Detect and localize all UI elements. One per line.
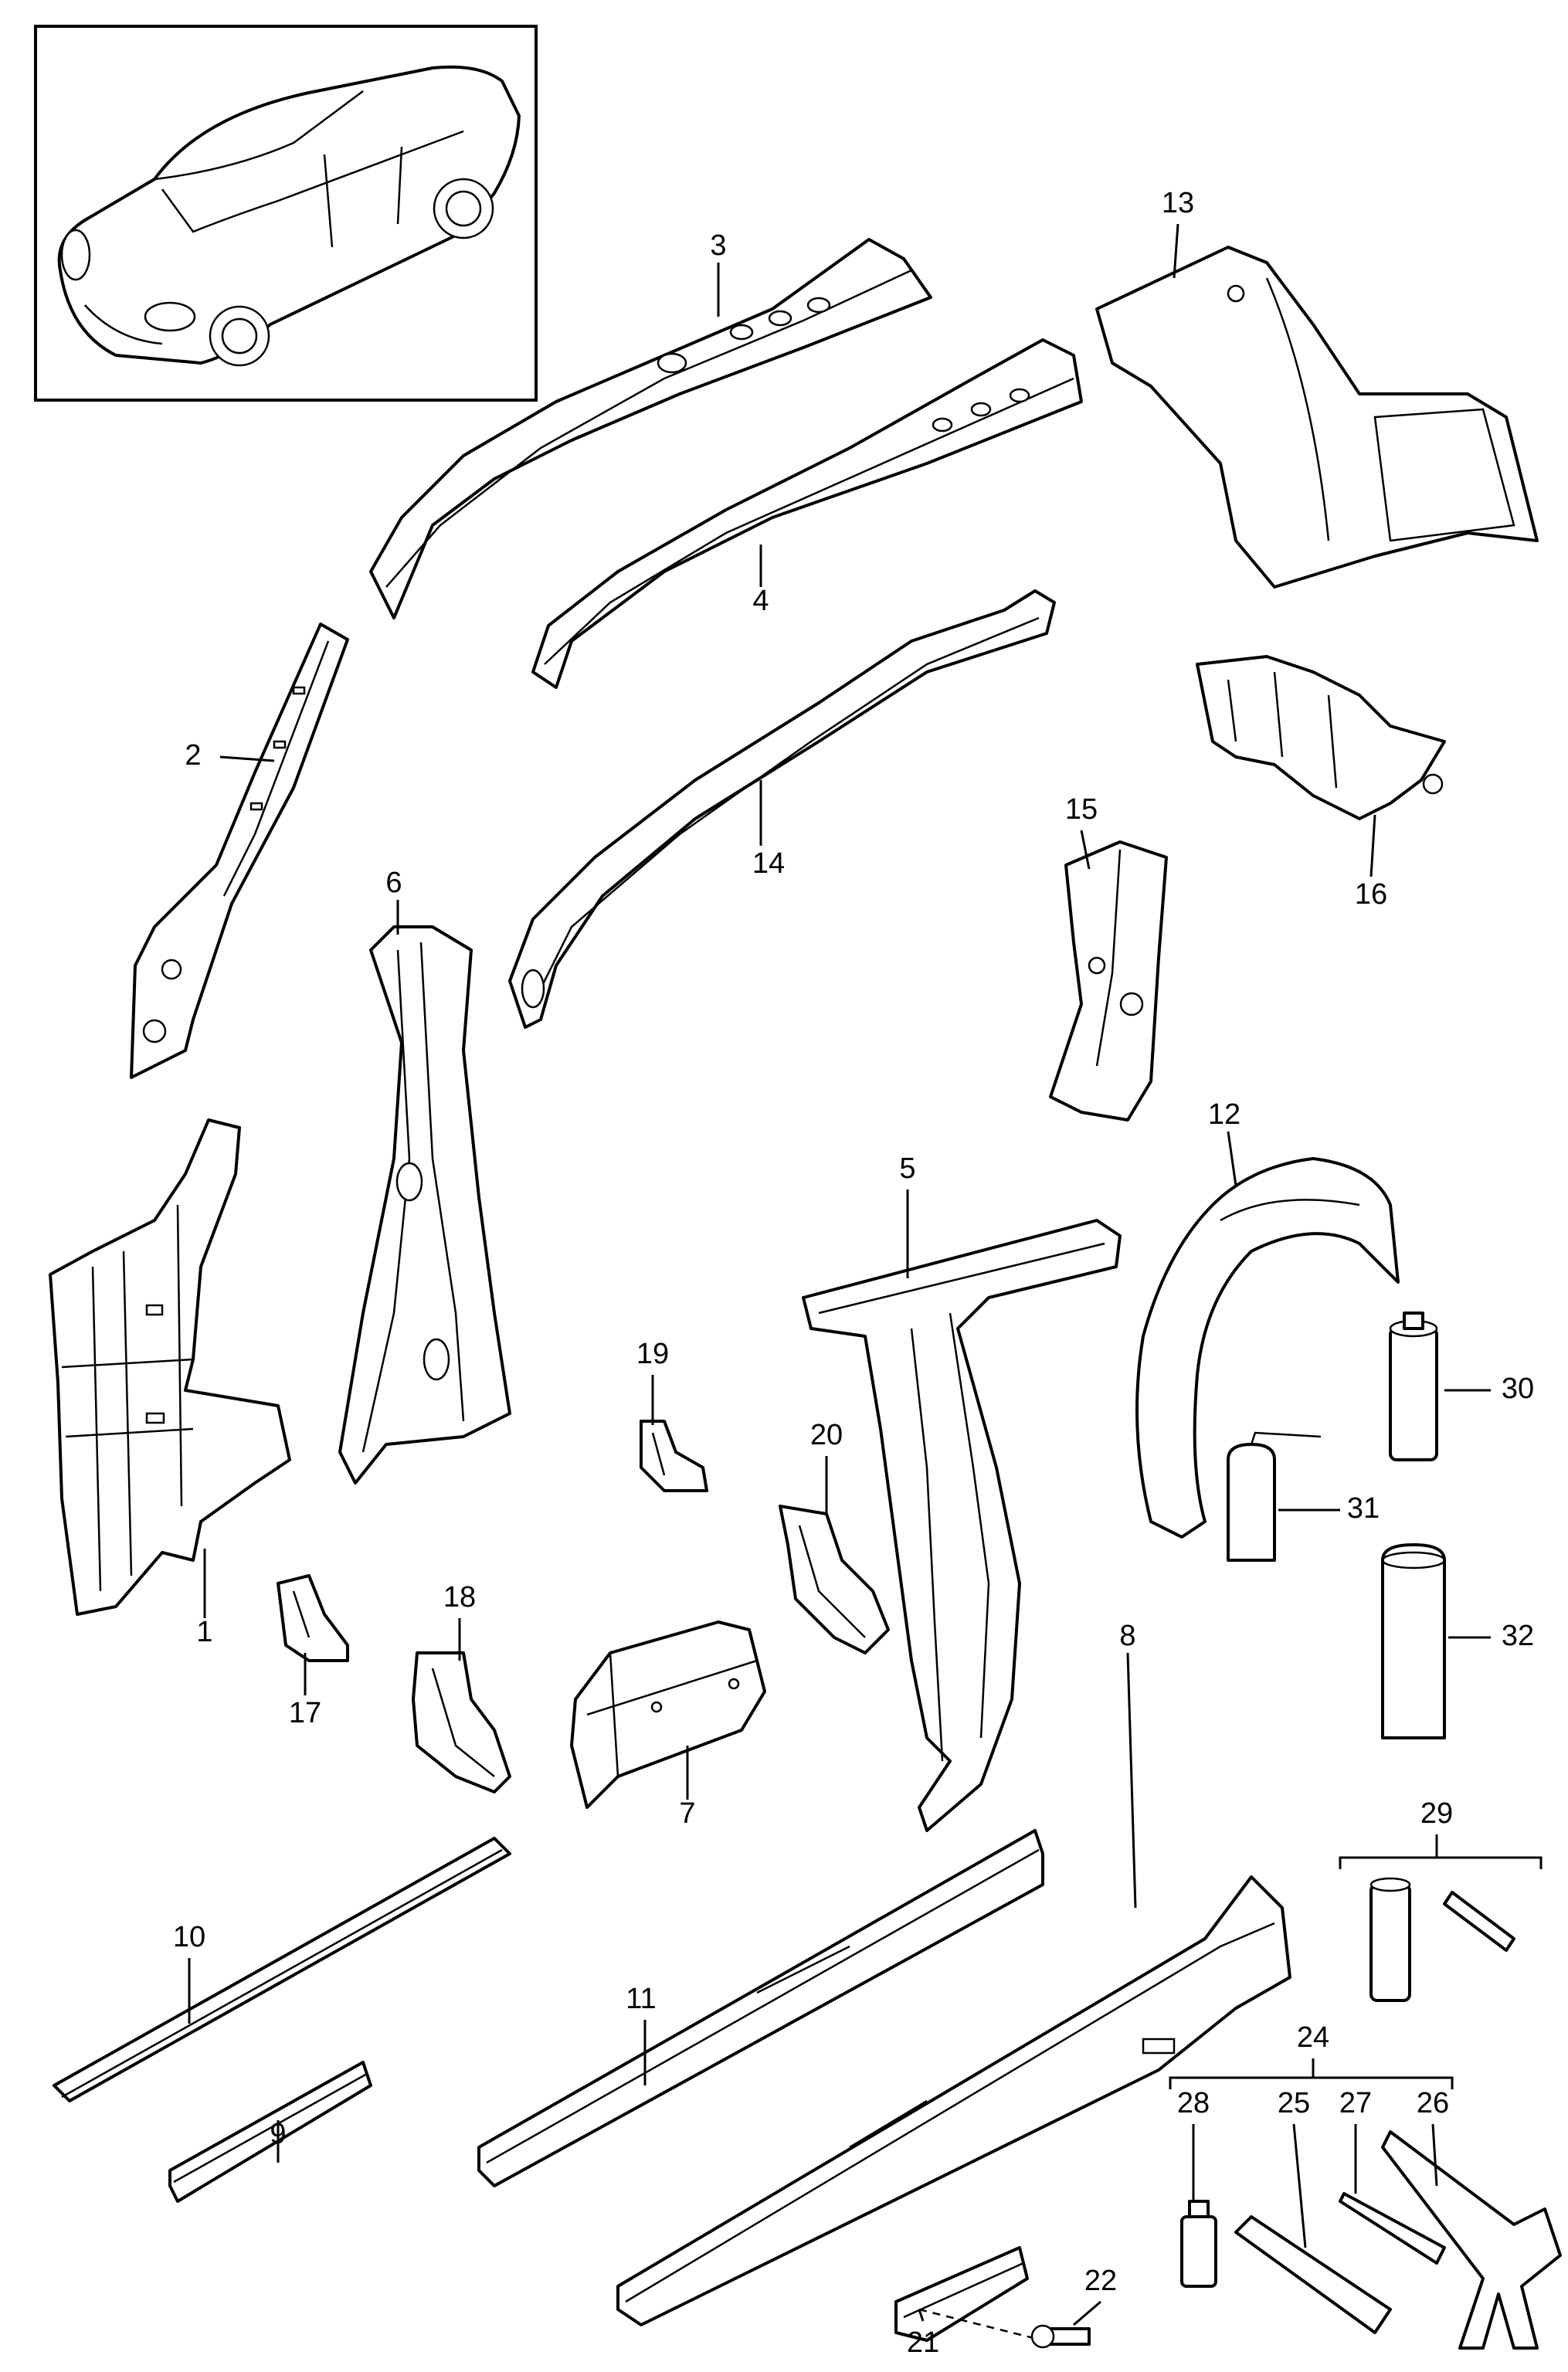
callout-2: 2 — [185, 739, 201, 772]
part-11-sill-panel-inner — [477, 1829, 1044, 2187]
callout-31: 31 — [1347, 1492, 1380, 1525]
callout-13: 13 — [1162, 187, 1194, 219]
callout-15: 15 — [1065, 793, 1098, 826]
part-22-rivet — [918, 2308, 1091, 2349]
part-17-bracket — [277, 1574, 349, 1662]
part-15-c-pillar-bracket — [1049, 840, 1168, 1122]
callout-20: 20 — [810, 1419, 843, 1451]
vehicle-overview-inset — [34, 25, 538, 402]
part-32-aerosol-can — [1381, 1543, 1446, 1739]
callout-26: 26 — [1417, 2087, 1449, 2119]
part-31-spray-can — [1227, 1431, 1322, 1562]
callout-22: 22 — [1084, 2265, 1117, 2297]
part-10-sill-strip — [53, 1837, 511, 2102]
part-25-tube — [1234, 2215, 1392, 2334]
callout-4: 4 — [752, 585, 769, 617]
part-8-sill-panel-outer — [616, 1875, 1291, 2326]
callout-32: 32 — [1502, 1620, 1534, 1652]
part-13-rear-quarter-inner — [1095, 246, 1539, 589]
leader-lines — [188, 223, 1543, 2326]
callout-labels: 1 2 3 4 5 6 7 8 9 10 11 12 13 14 15 16 1… — [173, 187, 1534, 2359]
part-1-a-pillar-lower — [49, 1118, 291, 1616]
callout-10: 10 — [173, 1921, 205, 1953]
callout-30: 30 — [1502, 1373, 1534, 1405]
callout-16: 16 — [1355, 878, 1387, 911]
part-30-cartridge — [1389, 1312, 1438, 1461]
part-14-side-member-upper — [508, 589, 1056, 1029]
part-6-b-pillar-inner — [338, 925, 511, 1485]
part-18-bracket — [412, 1651, 511, 1793]
part-4-roof-frame-outer — [531, 338, 1083, 689]
callout-19: 19 — [636, 1338, 669, 1370]
part-7-sill-connector — [570, 1620, 766, 1809]
callout-28: 28 — [1177, 2087, 1210, 2119]
callout-17: 17 — [289, 1697, 321, 1729]
callout-29: 29 — [1420, 1797, 1453, 1830]
part-28-bottle — [1180, 2200, 1217, 2288]
part-12-wheel-arch — [1135, 1157, 1400, 1539]
part-9-sill-bracket — [168, 2061, 372, 2203]
callout-7: 7 — [679, 1797, 695, 1830]
callout-21: 21 — [907, 2326, 939, 2359]
callout-14: 14 — [752, 847, 785, 880]
car-illustration — [57, 65, 521, 367]
callout-12: 12 — [1208, 1098, 1240, 1131]
callout-24: 24 — [1297, 2021, 1329, 2054]
part-29-kit — [1369, 1877, 1515, 2002]
callout-9: 9 — [270, 2118, 286, 2150]
part-3-roof-frame-inner — [369, 238, 932, 619]
callout-1: 1 — [196, 1616, 212, 1648]
part-20-bracket — [779, 1505, 890, 1654]
callout-5: 5 — [899, 1152, 915, 1185]
part-2-a-pillar-inner — [130, 623, 349, 1079]
part-19-bracket — [640, 1420, 708, 1492]
callout-8: 8 — [1119, 1620, 1135, 1652]
part-27-nozzle — [1339, 2192, 1446, 2265]
callout-25: 25 — [1278, 2087, 1310, 2119]
part-21-mounting-bracket — [894, 2246, 1029, 2342]
callout-6: 6 — [385, 867, 402, 899]
callout-18: 18 — [443, 1581, 476, 1614]
callout-27: 27 — [1339, 2087, 1372, 2119]
part-16-rear-bracket — [1196, 655, 1446, 820]
callout-11: 11 — [626, 1983, 656, 2015]
callout-3: 3 — [710, 229, 726, 262]
part-26-applicator-gun — [1381, 2130, 1562, 2350]
part-5-b-pillar-outer — [802, 1219, 1122, 1832]
